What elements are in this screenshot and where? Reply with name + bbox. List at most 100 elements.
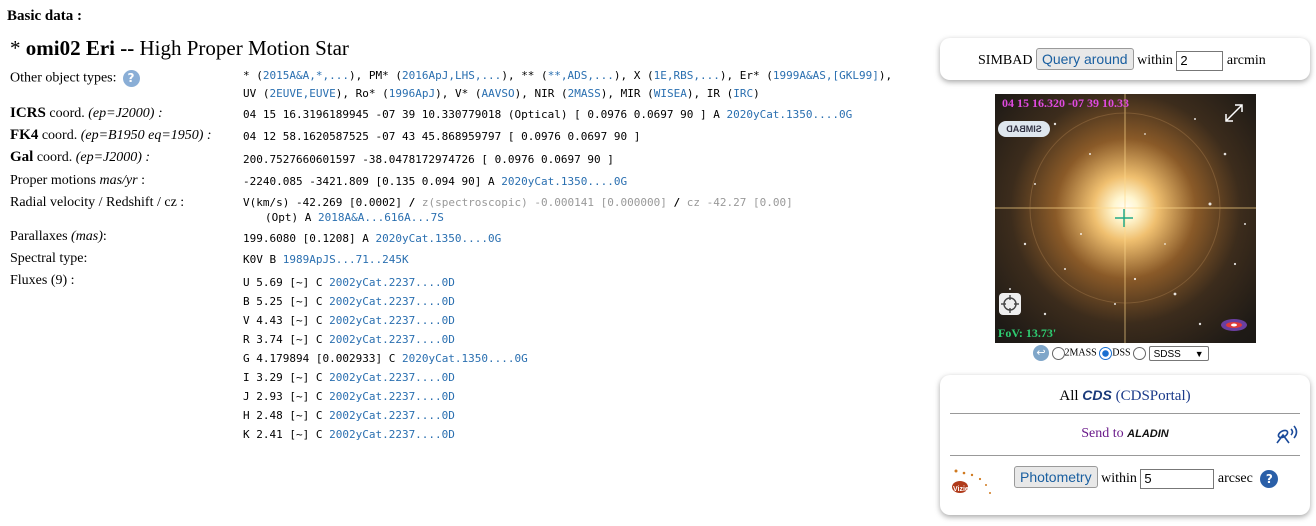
flux-row: U 5.69 [~] C 2002yCat.2237....0D [243, 276, 455, 289]
aladin-galaxy-icon [1219, 316, 1249, 334]
object-title: * omi02 Eri -- High Proper Motion Star [10, 36, 349, 61]
object-type-refs-link[interactable]: 1999A&AS,[GKL99] [772, 69, 879, 82]
flux-row: V 4.43 [~] C 2002yCat.2237....0D [243, 314, 455, 327]
flux-ref-link[interactable]: 2002yCat.2237....0D [329, 428, 455, 441]
crosshair [1115, 209, 1133, 227]
pm-ref-link[interactable]: 2020yCat.1350....0G [501, 175, 628, 188]
samp-antenna-icon[interactable] [1273, 423, 1301, 445]
plx-label: Parallaxes (mas): [10, 229, 107, 244]
object-separator: -- [115, 36, 140, 60]
star-field [995, 94, 1256, 343]
radio-2mass-label: 2MASS [1064, 347, 1097, 359]
query-around-panel: SIMBAD Query around within 2 arcmin [940, 38, 1310, 80]
object-type-refs-link[interactable]: 2EUVE,EUVE [269, 87, 336, 100]
object-type-refs-link[interactable]: **,ADS,... [547, 69, 614, 82]
help-icon[interactable]: ? [1260, 469, 1279, 488]
rv-slash-2: / [673, 196, 681, 209]
photometry-button[interactable]: Photometry [1014, 466, 1098, 488]
fullscreen-icon[interactable] [1223, 102, 1245, 124]
object-type-refs-link[interactable]: WISEA [653, 87, 687, 100]
flux-value: I 3.29 [~] C [243, 371, 330, 384]
gal-label: Gal coord. (ep=J2000) : [10, 149, 151, 165]
object-type-code: V* [454, 87, 469, 100]
flux-ref-link[interactable]: 2002yCat.2237....0D [329, 314, 455, 327]
flux-ref-link[interactable]: 2020yCat.1350....0G [401, 352, 528, 365]
rv-label: Radial velocity / Redshift / cz : [10, 195, 185, 210]
object-type-code: NIR [534, 87, 555, 100]
flux-row: B 5.25 [~] C 2002yCat.2237....0D [243, 295, 455, 308]
simbad-logo: SIMBAD [998, 121, 1050, 137]
query-radius-input[interactable]: 2 [1176, 50, 1224, 71]
portal-panel: All CDS (CDSPortal) Send to ALADIN Vizie… [940, 375, 1310, 515]
object-type-code: PM* [368, 69, 389, 82]
flux-row: R 3.74 [~] C 2002yCat.2237....0D [243, 333, 455, 346]
aladin-logo: ALADIN [1127, 428, 1169, 440]
object-type-code: MIR [620, 87, 641, 100]
object-type-code: X [633, 69, 641, 82]
rv-ref-link[interactable]: 2018A&A...616A...7S [317, 211, 444, 224]
object-type-refs-link[interactable]: 2016ApJ,LHS,... [401, 69, 502, 82]
cds-portal-row: All CDS (CDSPortal) [940, 387, 1310, 405]
object-type-code: Ro* [355, 87, 376, 100]
plx-ref-link[interactable]: 2020yCat.1350....0G [375, 232, 502, 245]
object-type-refs-link[interactable]: AAVSO [481, 87, 515, 100]
help-icon[interactable]: ? [122, 70, 140, 87]
survey-selector: ↩ 2MASS DSS SDSS▼ [1033, 345, 1209, 363]
rv-value-line2: (Opt) A 2018A&A...616A...7S [265, 211, 444, 224]
flux-ref-link[interactable]: 2002yCat.2237....0D [329, 333, 455, 346]
query-unit-label: arcmin [1226, 53, 1266, 68]
object-type-refs-link[interactable]: 1996ApJ [388, 87, 436, 100]
query-within-label: within [1137, 53, 1173, 68]
band-select[interactable]: SDSS▼ [1148, 345, 1209, 361]
flux-ref-link[interactable]: 2002yCat.2237....0D [329, 295, 455, 308]
sky-image[interactable]: 04 15 16.320 -07 39 10.33 SIMBAD FoV: 13… [995, 94, 1256, 343]
flux-row: J 2.93 [~] C 2002yCat.2237....0D [243, 390, 455, 403]
back-arrow-icon[interactable]: ↩ [1033, 345, 1049, 361]
radio-band[interactable] [1133, 346, 1147, 360]
query-around-row: SIMBAD Query around within 2 arcmin [978, 48, 1266, 71]
flux-value: H 2.48 [~] C [243, 409, 330, 422]
divider [950, 413, 1300, 414]
object-type-code: Er* [739, 69, 760, 82]
gal-value: 200.7527660601597 -38.0478172974726 [ 0.… [243, 153, 614, 166]
photometry-radius-input[interactable]: 5 [1140, 468, 1215, 489]
flux-value: K 2.41 [~] C [243, 428, 330, 441]
flux-value: V 4.43 [~] C [243, 314, 330, 327]
other-types-line1: * (2015A&A,*,...), PM* (2016ApJ,LHS,...)… [243, 69, 893, 82]
icrs-label: ICRS coord. (ep=J2000) : [10, 105, 163, 121]
radio-dss[interactable] [1099, 346, 1113, 360]
object-type-code: UV [243, 87, 257, 100]
plx-value: 199.6080 [0.1208] A 2020yCat.1350....0G [243, 232, 502, 245]
send-to-aladin-row[interactable]: Send to ALADIN [940, 426, 1310, 442]
chevron-down-icon: ▼ [1194, 348, 1204, 359]
other-types-line2: UV (2EUVE,EUVE), Ro* (1996ApJ), V* (AAVS… [243, 87, 760, 100]
object-type-refs-link[interactable]: 2MASS [567, 87, 601, 100]
radio-2mass[interactable] [1051, 346, 1065, 360]
flux-value: U 5.69 [~] C [243, 276, 330, 289]
sky-coords: 04 15 16.320 -07 39 10.33 [1002, 96, 1129, 110]
object-type-code: * [243, 69, 250, 82]
flux-ref-link[interactable]: 2002yCat.2237....0D [329, 276, 455, 289]
flux-ref-link[interactable]: 2002yCat.2237....0D [329, 371, 455, 384]
flux-row: K 2.41 [~] C 2002yCat.2237....0D [243, 428, 455, 441]
sptype-ref-link[interactable]: 1989ApJS...71..245K [282, 253, 409, 266]
flux-value: R 3.74 [~] C [243, 333, 330, 346]
target-icon[interactable] [999, 293, 1021, 315]
fk4-value: 04 12 58.1620587525 -07 43 45.868959797 … [243, 130, 641, 143]
fluxes-label: Fluxes (9) : [10, 273, 75, 288]
icrs-ref-link[interactable]: 2020yCat.1350....0G [726, 108, 853, 121]
section-title: Basic data : [7, 8, 82, 24]
query-around-button[interactable]: Query around [1035, 48, 1134, 70]
flux-ref-link[interactable]: 2002yCat.2237....0D [329, 409, 455, 422]
vizier-label: VizieR [953, 486, 974, 493]
photometry-unit-label: arcsec [1217, 471, 1253, 486]
flux-value: J 2.93 [~] C [243, 390, 330, 403]
flux-ref-link[interactable]: 2002yCat.2237....0D [329, 390, 455, 403]
object-type-refs-link[interactable]: 2015A&A,*,... [262, 69, 349, 82]
object-type-refs-link[interactable]: 1E,RBS,... [653, 69, 720, 82]
object-type-refs-link[interactable]: IRC [733, 87, 754, 100]
send-to-label: Send to [1081, 426, 1124, 441]
flux-row: I 3.29 [~] C 2002yCat.2237....0D [243, 371, 455, 384]
icrs-value: 04 15 16.3196189945 -07 39 10.330779018 … [243, 108, 853, 121]
cds-portal-link[interactable]: (CDSPortal) [1115, 388, 1191, 404]
